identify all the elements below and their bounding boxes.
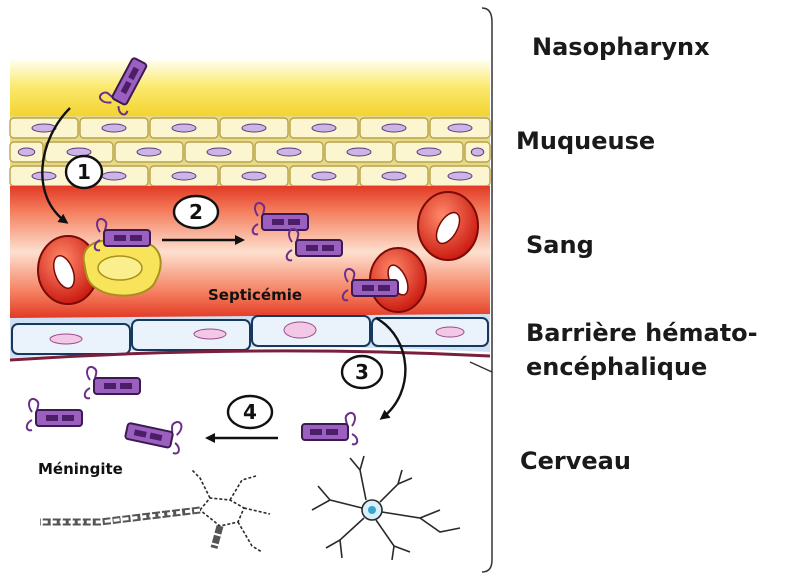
step-1-label: 1	[77, 160, 91, 184]
mucosa-cell-nucleus	[172, 172, 196, 180]
mucosa-cell-nucleus	[67, 148, 91, 156]
mucosa-cell-nucleus	[312, 124, 336, 132]
neuron-damaged	[40, 470, 270, 552]
label-blood: Sang	[526, 228, 594, 262]
bacterium-brain-2	[85, 367, 140, 398]
mucosa-cell-nucleus	[347, 148, 371, 156]
label-brain: Cerveau	[520, 444, 631, 478]
mucosa-cell-nucleus	[448, 124, 472, 132]
mucosa-cell-nucleus	[312, 172, 336, 180]
mucosa-cell-nucleus	[382, 124, 406, 132]
step-2-label: 2	[189, 200, 203, 224]
mucosa-cell-nucleus	[242, 172, 266, 180]
mucosa-cell-nucleus	[417, 148, 441, 156]
phagocyte-nucleus	[98, 256, 142, 280]
mucosa-cell-nucleus	[172, 124, 196, 132]
label-bbb-line-1: Barrière hémato-	[526, 316, 758, 350]
mucosa-cell-nucleus	[32, 172, 56, 180]
mucosa-cell-nucleus	[277, 148, 301, 156]
mucosa-cell-nucleus	[242, 124, 266, 132]
mucosa-cell-nucleus	[102, 172, 126, 180]
mucosa-cell-nucleus	[207, 148, 231, 156]
mucosa-cell-nucleus	[448, 172, 472, 180]
mucosa-cell-nucleus	[18, 148, 35, 156]
mucosa-cell-nucleus	[102, 124, 126, 132]
bacterium-brain-4	[124, 412, 185, 454]
mucosa-cell-nucleus	[382, 172, 406, 180]
step-3-label: 3	[355, 360, 369, 384]
bacterium-brain-3	[27, 399, 82, 430]
blood-brain-barrier	[10, 314, 490, 360]
mucosa-cell-nucleus	[471, 148, 484, 156]
label-nasopharynx: Nasopharynx	[532, 30, 710, 64]
label-bbb-line-2: encéphalique	[526, 350, 707, 384]
layer-separator	[470, 362, 492, 372]
step-4-label: 4	[243, 400, 257, 424]
mucosa-cell-nucleus	[137, 148, 161, 156]
septicemia-label: Septicémie	[208, 286, 302, 304]
neuron-healthy	[312, 456, 460, 560]
meningitis-label: Méningite	[38, 460, 123, 478]
nasopharynx-band	[10, 60, 490, 118]
bacterium-brain-1	[302, 413, 357, 444]
label-mucosa: Muqueuse	[516, 124, 655, 158]
